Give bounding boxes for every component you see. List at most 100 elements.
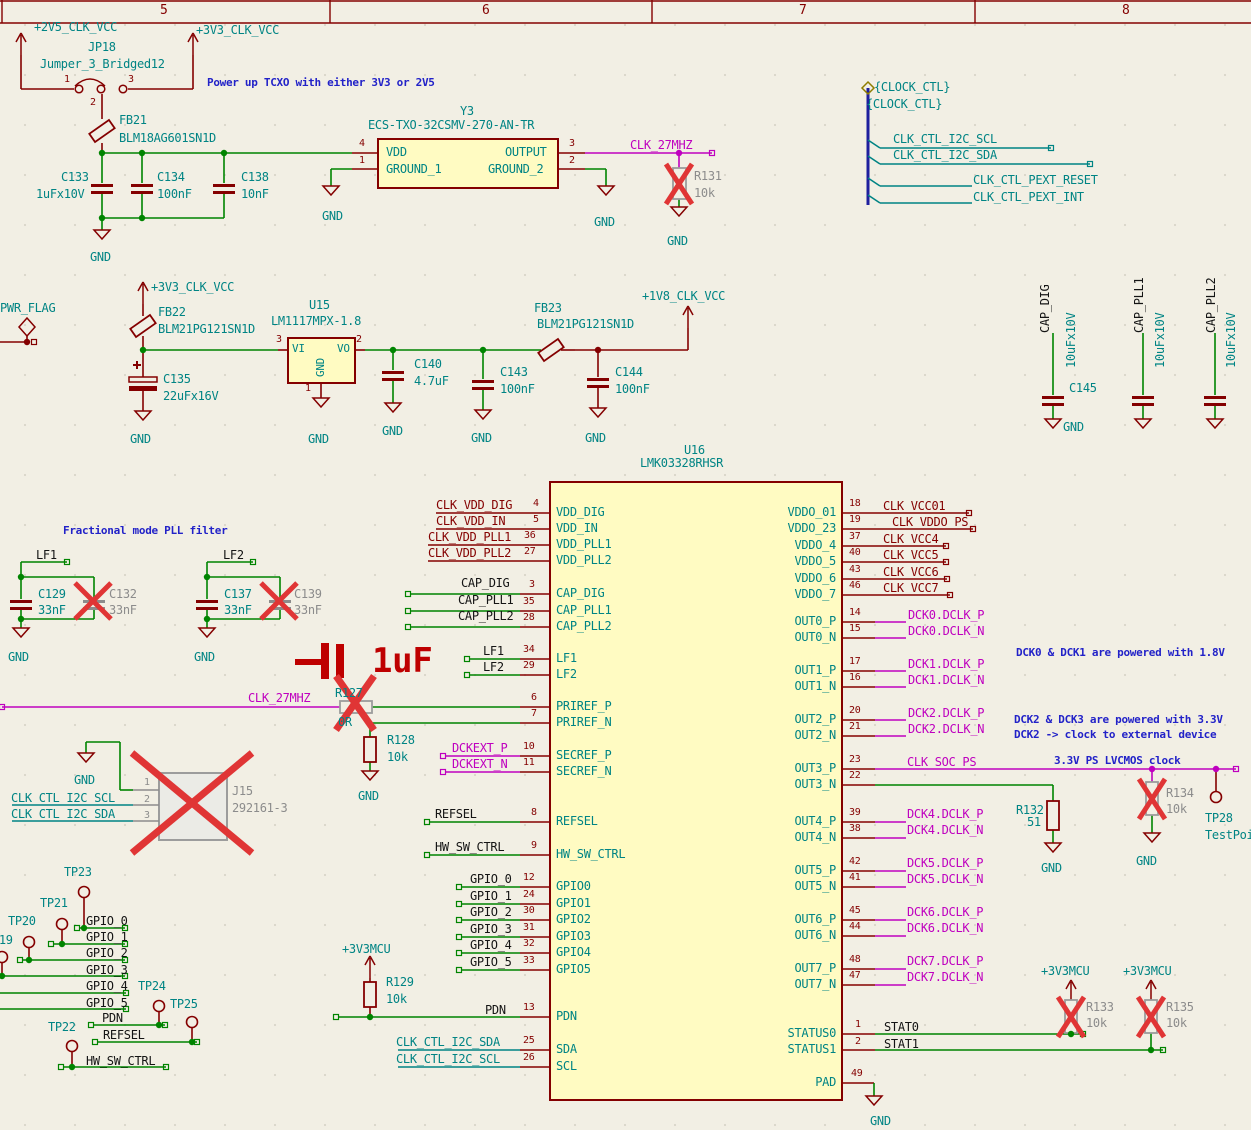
ref-des[interactable]: R133	[1086, 1000, 1114, 1014]
capacitor-symbol[interactable]	[472, 387, 494, 390]
ref-des[interactable]: FB21	[119, 113, 147, 127]
capacitor-symbol[interactable]	[213, 184, 235, 187]
dnp-cross[interactable]	[129, 750, 255, 856]
ref-des[interactable]: JP18	[88, 40, 116, 54]
dnp-cross[interactable]	[1135, 995, 1167, 1039]
ref-des[interactable]: FB22	[158, 305, 186, 319]
pin-number[interactable]: 34	[523, 644, 535, 655]
net-label[interactable]: DCKEXT_N	[452, 757, 508, 771]
power-label[interactable]: +1V8_CLK_VCC	[642, 289, 726, 303]
net-label[interactable]: CLK_27MHZ	[630, 138, 693, 152]
net-label[interactable]: DCK2.DCLK_P	[908, 706, 985, 720]
gnd-symbol[interactable]	[1205, 418, 1225, 430]
ref-des[interactable]: U16	[684, 443, 705, 457]
net-label[interactable]: CLK_CTL_PEXT_INT	[973, 190, 1084, 204]
capacitor-symbol[interactable]	[10, 600, 32, 603]
gnd-symbol[interactable]	[383, 402, 403, 414]
pin-number[interactable]: 42	[849, 856, 861, 867]
ref-des[interactable]: R132	[1016, 803, 1044, 817]
net-label[interactable]: HW_SW_CTRL	[435, 840, 505, 854]
net-label[interactable]: DCK4.DCLK_N	[907, 823, 984, 837]
pin-name[interactable]: PRIREF_N	[556, 715, 612, 729]
part-value[interactable]: 51	[1027, 815, 1041, 829]
net-label[interactable]: DCK6.DCLK_N	[907, 921, 984, 935]
part-value[interactable]: 1uFx10V	[36, 187, 85, 201]
pin-name[interactable]: GROUND_2	[488, 162, 544, 176]
gnd-label[interactable]: GND	[1063, 420, 1084, 434]
power-arrow[interactable]	[142, 281, 149, 292]
net-label[interactable]: LF1	[36, 548, 57, 562]
power-arrow[interactable]	[137, 281, 144, 292]
ref-des[interactable]: R135	[1166, 1000, 1194, 1014]
testpoint-circle[interactable]	[22, 935, 36, 949]
pin-number[interactable]: 1	[144, 777, 150, 788]
gnd-symbol[interactable]	[864, 1095, 884, 1107]
net-label[interactable]: LF1	[483, 644, 504, 658]
pin-number[interactable]: 3	[144, 810, 150, 821]
capacitor-symbol[interactable]	[10, 607, 32, 610]
net-label[interactable]: GPIO_5	[86, 996, 128, 1010]
ref-des[interactable]: C143	[500, 365, 528, 379]
capacitor-symbol[interactable]	[1132, 396, 1154, 399]
gnd-symbol[interactable]	[669, 206, 689, 218]
net-label[interactable]: LF2	[483, 660, 504, 674]
part-value[interactable]: BLM21PG121SN1D	[158, 322, 255, 336]
gnd-label[interactable]: GND	[1136, 854, 1157, 868]
net-label[interactable]: CLK_VCC6	[883, 565, 939, 579]
part-value[interactable]: 33nF	[109, 603, 137, 617]
pin-name[interactable]: VDD_IN	[556, 521, 598, 535]
pin-number[interactable]: 2	[356, 334, 362, 345]
pin-name[interactable]: REFSEL	[556, 814, 598, 828]
pin-number[interactable]: 16	[849, 672, 861, 683]
ref-des[interactable]: FB23	[534, 301, 562, 315]
part-value[interactable]: 33nF	[224, 603, 252, 617]
dnp-cross[interactable]	[333, 673, 377, 733]
ref-des[interactable]: C138	[241, 170, 269, 184]
net-label[interactable]: CLK_CTL_I2C_SDA	[11, 807, 115, 821]
pin-number[interactable]: 12	[523, 872, 535, 883]
pin-name[interactable]: OUTPUT	[505, 145, 547, 159]
pin-name[interactable]: OUT5_N	[794, 879, 836, 893]
part-value[interactable]: 22uFx16V	[163, 389, 219, 403]
pin-name[interactable]: OUT3_N	[794, 777, 836, 791]
net-label[interactable]: CLK_VDDO_PS	[892, 515, 969, 529]
power-arrow[interactable]	[687, 305, 694, 316]
pin-name[interactable]: VO	[337, 342, 350, 355]
net-label[interactable]: STAT1	[884, 1037, 919, 1051]
note[interactable]: Power up TCXO with either 3V3 or 2V5	[207, 76, 435, 89]
ref-des[interactable]: R134	[1166, 786, 1194, 800]
polarized-cap-symbol[interactable]	[129, 386, 157, 391]
bus-alias[interactable]: {CLOCK_CTL}	[874, 80, 951, 94]
net-label[interactable]: STAT0	[884, 1020, 919, 1034]
power-arrow[interactable]	[187, 32, 194, 43]
pin-name[interactable]: CAP_PLL1	[556, 603, 612, 617]
resistor-symbol[interactable]	[1046, 800, 1060, 831]
pin-name[interactable]: SECREF_P	[556, 748, 612, 762]
pin-number[interactable]: 30	[523, 905, 535, 916]
net-label[interactable]: CLK_VDD_DIG	[436, 498, 513, 512]
pin-name[interactable]: OUT2_N	[794, 728, 836, 742]
capacitor-symbol[interactable]	[1042, 396, 1064, 399]
capacitor-symbol[interactable]	[91, 191, 113, 194]
net-label[interactable]: REFSEL	[435, 807, 477, 821]
pin-number[interactable]: 2	[90, 97, 96, 108]
power-label[interactable]: +3V3_CLK_VCC	[151, 280, 235, 294]
pin-number[interactable]: 38	[849, 823, 861, 834]
capacitor-symbol[interactable]	[472, 380, 494, 383]
pin-number[interactable]: 15	[849, 623, 861, 634]
pin-name[interactable]: PDN	[556, 1009, 577, 1023]
net-label[interactable]: DCK5.DCLK_N	[907, 872, 984, 886]
net-label[interactable]: CAP_DIG	[1038, 284, 1052, 333]
part-value[interactable]: 292161-3	[232, 801, 288, 815]
note[interactable]: DCK2 -> clock to external device	[1014, 728, 1217, 741]
power-label[interactable]: +3V3MCU	[342, 942, 391, 956]
pin-number[interactable]: 22	[849, 770, 861, 781]
gnd-symbol[interactable]	[588, 407, 608, 419]
part-value[interactable]: 10nF	[241, 187, 269, 201]
capacitor-symbol[interactable]	[269, 607, 291, 610]
pin-name[interactable]: OUT0_N	[794, 630, 836, 644]
pin-number[interactable]: 9	[531, 840, 537, 851]
dnp-cross[interactable]	[1055, 995, 1087, 1039]
pin-name[interactable]: OUT7_P	[794, 961, 836, 975]
part-value[interactable]: ECS-TXO-32CSMV-270-AN-TR	[368, 118, 535, 132]
